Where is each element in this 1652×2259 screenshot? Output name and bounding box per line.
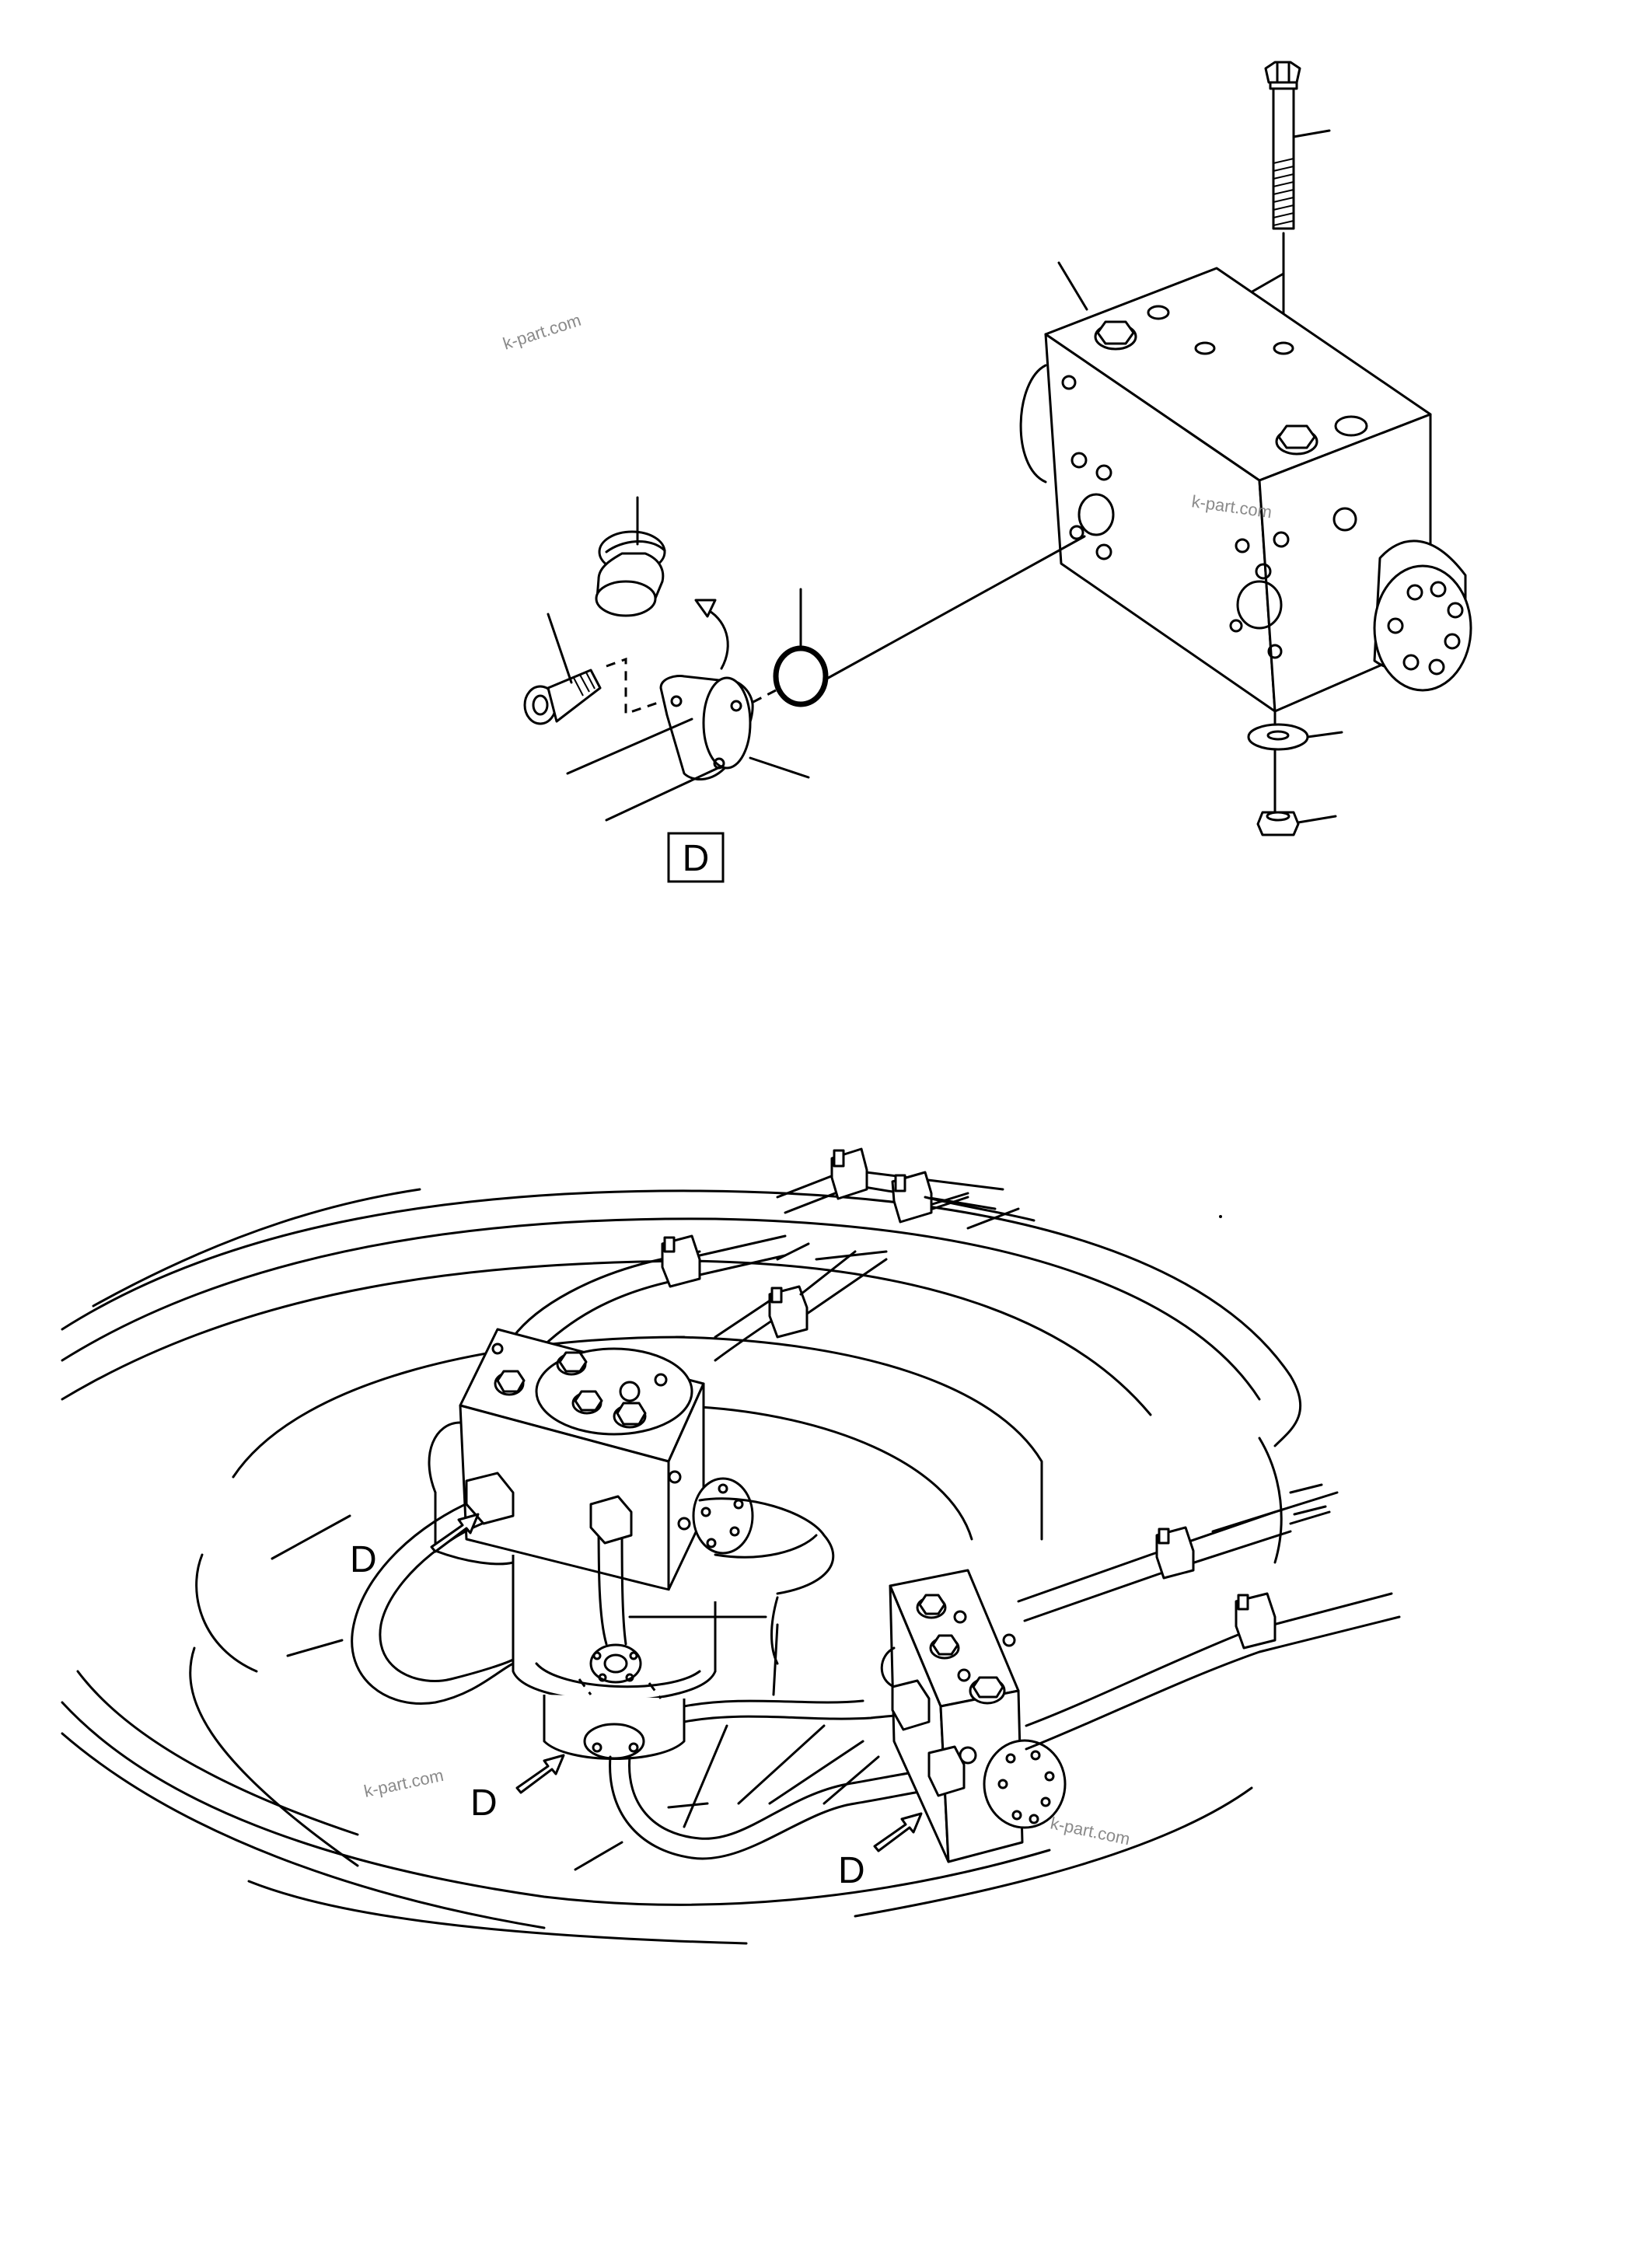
right-valve-block — [880, 1569, 1067, 1863]
hose-nut — [927, 1745, 966, 1797]
watermark: k-part.com — [362, 1765, 445, 1801]
protective-cap — [595, 496, 666, 617]
pipe-clamp — [891, 1171, 933, 1224]
assembly-view: D D D k-part.com k-part.com — [61, 1147, 1401, 1945]
view-arrow-label: D — [838, 1850, 865, 1891]
pipe-clamp — [661, 1234, 701, 1288]
pipe-clamp — [1235, 1592, 1277, 1650]
washer — [1247, 723, 1343, 751]
hex-nut — [1256, 811, 1337, 836]
detail-exploded-view: D k-part.com k-part.com — [501, 61, 1472, 883]
o-ring — [773, 588, 829, 707]
hose-nut — [465, 1472, 515, 1525]
view-arrow-d: D — [350, 1513, 480, 1580]
watermark: k-part.com — [501, 310, 584, 354]
watermark: k-part.com — [1049, 1813, 1132, 1849]
hose-nut — [891, 1679, 931, 1731]
cap-screw — [523, 613, 602, 725]
detail-label-box: D — [667, 832, 725, 883]
central-valve-block — [428, 1328, 754, 1591]
pipe-clamp — [830, 1147, 868, 1200]
curved-arrow — [694, 599, 729, 670]
view-arrow-d: D — [838, 1812, 923, 1891]
hose-fitting — [589, 1643, 642, 1684]
view-arrow-label: D — [470, 1782, 498, 1824]
valve-block — [1019, 261, 1472, 713]
view-arrow-label: D — [350, 1539, 377, 1580]
view-arrow-d: D — [470, 1754, 565, 1824]
detail-label-text: D — [683, 838, 710, 879]
hose-fitting — [583, 1723, 645, 1760]
hose-nut — [589, 1495, 633, 1545]
hose-flange — [566, 675, 810, 822]
pipe-clamp — [768, 1285, 809, 1339]
pipe-clamp — [1155, 1526, 1195, 1580]
rotary-joint — [512, 1497, 835, 1760]
hex-bolt — [1264, 61, 1331, 230]
